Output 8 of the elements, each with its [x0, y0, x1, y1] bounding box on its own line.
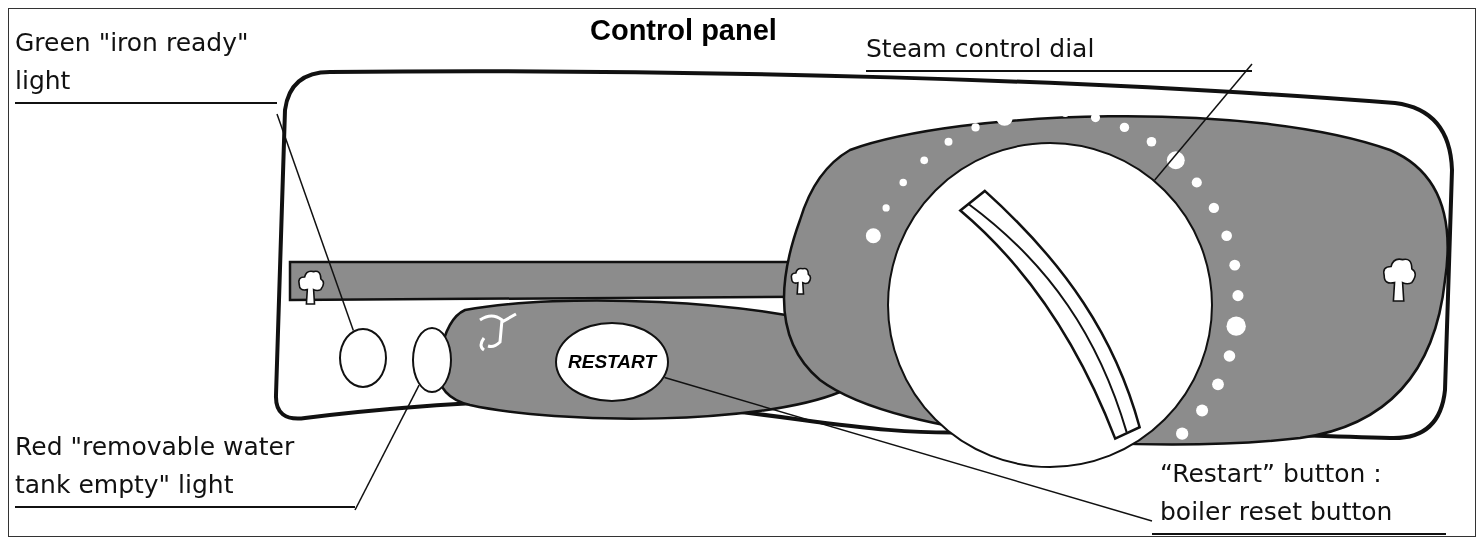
leader-line — [276, 113, 355, 332]
callout-label: “Restart” button : boiler reset button — [1152, 455, 1446, 535]
callout-label: Green "iron ready" light — [15, 24, 277, 104]
leader-line — [663, 376, 1153, 522]
leader-line — [354, 384, 420, 511]
diagram-title: Control panel — [590, 14, 777, 47]
callout-label: Steam control dial — [866, 30, 1252, 72]
callout-label: Red "removable water tank empty" light — [15, 428, 355, 508]
